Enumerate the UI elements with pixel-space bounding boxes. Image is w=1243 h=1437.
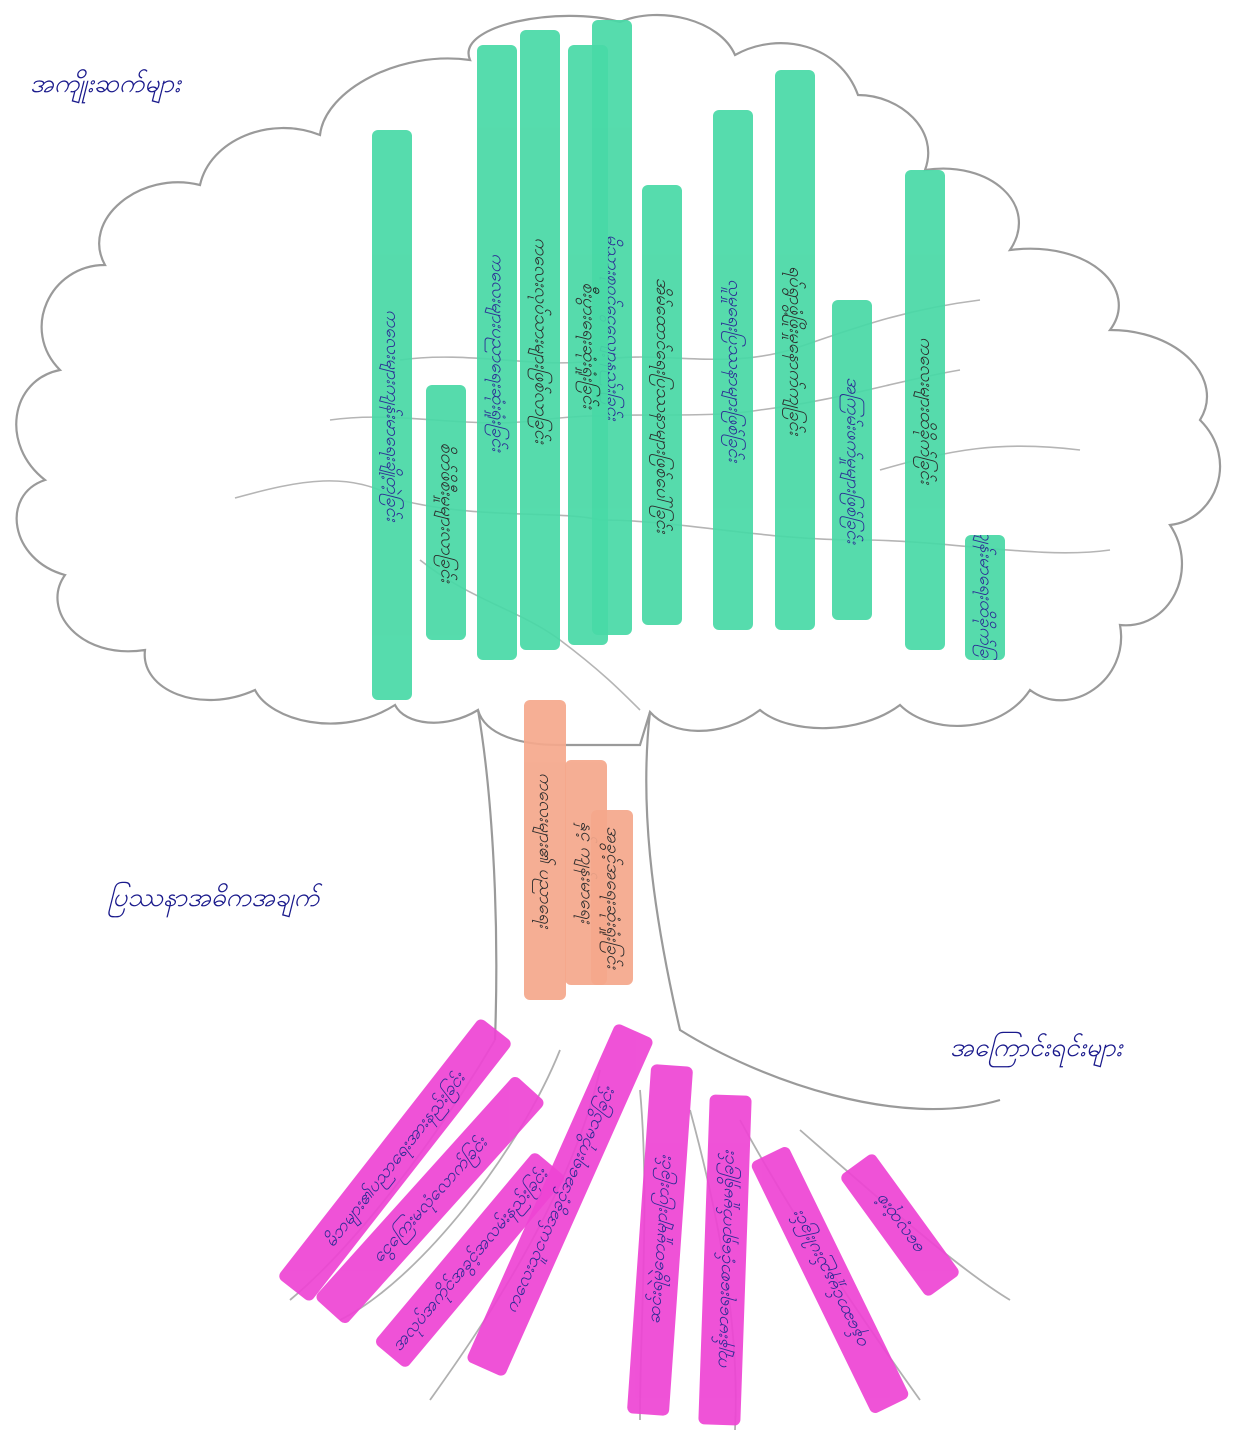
effect-text: ကလေးလုပ်သားများဖြစ်လာခြင်း	[527, 237, 554, 443]
effect-text: ကလေးများကျန်းမာရေးချို့တဲ့ခြင်း	[379, 309, 406, 520]
effect-text: ကျန်းမာရေးထိခိုက်ခြင်း	[972, 535, 999, 660]
effect-strip: စီးပွားရေးဆုံးရှုံးခြင်း	[568, 45, 608, 645]
effect-strip: ကလေးလုပ်သားများဖြစ်လာခြင်း	[520, 30, 560, 650]
tree-trunk-outline	[478, 710, 496, 1040]
cause-text: ဆင်းရဲမွဲတေမှုများပြားခြင်း	[641, 1155, 680, 1325]
effect-strip: လူမှုရေးပြဿနာများဖြစ်ခြင်း	[713, 110, 753, 630]
effect-text: စီးပွားရေးဆုံးရှုံးခြင်း	[575, 282, 602, 408]
core-problem-strip: အခွင့်အရေးဆုံးရှုံးခြင်း	[591, 810, 633, 985]
effect-strip: ကျန်းမာရေးထိခိုက်ခြင်း	[965, 535, 1005, 660]
causes-label: အကြောင်းရင်းများ	[950, 1030, 1122, 1069]
effect-strip: ကလေးများကျန်းမာရေးချို့တဲ့ခြင်း	[372, 130, 412, 700]
effect-text: ကလေးများပညာရေးဆုံးရှုံးခြင်း	[484, 253, 511, 451]
effect-strip: ကလေးများပညာရေးဆုံးရှုံးခြင်း	[477, 45, 517, 660]
core-problem-strip: ကလေးများ၏ ပညာရေး	[524, 700, 566, 1000]
effects-label: အကျိုးဆက်များ	[30, 66, 181, 105]
effect-text: အကြမ်းဖက်မှုများဖြစ်ခြင်း	[839, 377, 866, 543]
core-problem-text: ကလေးများ၏ ပညာရေး	[532, 772, 559, 927]
core-problem-text: အခွင့်အရေးဆုံးရှုံးခြင်း	[599, 826, 626, 968]
effect-text: လူမှုရေးပြဿနာများဖြစ်ခြင်း	[720, 279, 747, 462]
effect-strip: စိတ်ဖိစီးမှုများလာခြင်း	[426, 385, 466, 640]
core-problem-label: ပြဿနာအဓိကအချက်	[108, 880, 319, 919]
effect-strip: အိမ်ထောင်ရေးပြဿနာများဖြစ်ပေါ်ခြင်း	[642, 185, 682, 625]
effect-text: အိမ်ထောင်ရေးပြဿနာများဖြစ်ပေါ်ခြင်း	[649, 277, 676, 532]
effect-strip: အကြမ်းဖက်မှုများဖြစ်ခြင်း	[832, 300, 872, 620]
tree-trunk-outline	[646, 712, 1000, 1109]
cause-text: ကျန်းမာရေးစောင့်ရှောက်မှုမရှိခြင်း	[708, 1151, 743, 1370]
effect-text: စိတ်ဖိစီးမှုများလာခြင်း	[433, 443, 460, 583]
effect-text: ရပ်ရွာဖွံ့ဖြိုးမှုနောက်ကျခြင်း	[782, 265, 809, 434]
effect-strip: ကလေးများထိခိုက်ခြင်း	[905, 170, 945, 650]
effect-text: ကလေးများထိခိုက်ခြင်း	[912, 337, 939, 484]
effect-strip: ရပ်ရွာဖွံ့ဖြိုးမှုနောက်ကျခြင်း	[775, 70, 815, 630]
